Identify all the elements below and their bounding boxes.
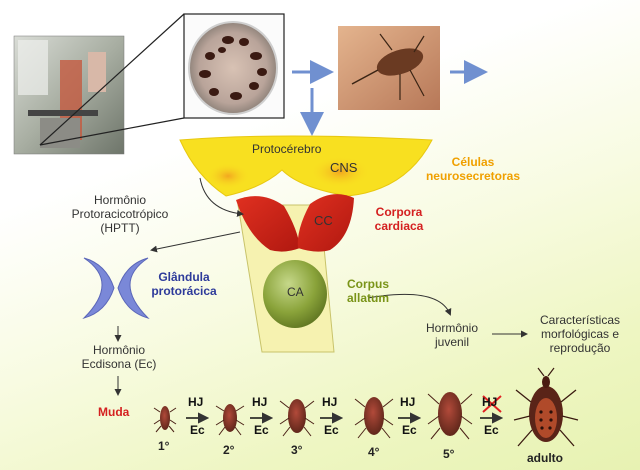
hj-label-3: HJ xyxy=(322,395,338,409)
ec-label-1: Ec xyxy=(190,423,205,437)
hptt-line-3: (HPTT) xyxy=(100,220,140,235)
protocerebro-label: Protocérebro xyxy=(252,142,322,156)
stage-3-label: 3° xyxy=(291,443,303,457)
cc-right-lobe xyxy=(297,194,354,252)
glandula-label: Glândula protorácica xyxy=(142,270,226,299)
celulas-line-1: Células xyxy=(451,155,495,169)
juvenil-label: Hormônio juvenil xyxy=(416,321,488,350)
juvenil-line-1: Hormônio xyxy=(425,321,479,335)
celulas-label: Células neurosecretoras xyxy=(418,155,528,184)
hptt-line-1: Hormônio xyxy=(93,193,147,207)
stage-insects xyxy=(153,367,579,447)
corpora-line-2: cardiaca xyxy=(374,218,424,233)
cns-label: CNS xyxy=(330,160,358,175)
ec-label-2: Ec xyxy=(254,423,269,437)
muda-label: Muda xyxy=(98,405,130,419)
arrow-brain-to-cc xyxy=(199,177,244,217)
celulas-line-2: neurosecretoras xyxy=(425,168,521,183)
corpus-line-2: allatum xyxy=(346,290,389,305)
hj-label-4: HJ xyxy=(400,395,416,409)
insect-photo xyxy=(338,26,440,110)
ecdisona-line-1: Hormônio xyxy=(92,343,146,357)
hj-label-2: HJ xyxy=(252,395,268,409)
arrow-to-hptt xyxy=(150,231,241,253)
ec-label-4: Ec xyxy=(402,423,417,437)
lab-photo xyxy=(13,35,125,155)
glandula-line-1: Glândula xyxy=(158,270,210,284)
hj-cross-out xyxy=(482,395,502,413)
corpus-label: Corpus allatum xyxy=(340,277,396,306)
corpora-label: Corpora cardiaca xyxy=(366,205,432,234)
cc-label: CC xyxy=(314,213,333,228)
caracteristicas-line-1: Características xyxy=(539,313,621,327)
caracteristicas-line-3: reprodução xyxy=(549,340,611,355)
caracteristicas-line-2: morfológicas e xyxy=(540,326,620,341)
corpus-line-1: Corpus xyxy=(347,277,389,291)
stage-2-label: 2° xyxy=(223,443,235,457)
prothoracic-gland xyxy=(82,257,150,319)
juvenil-line-2: juvenil xyxy=(434,334,470,349)
stage-adult-label: adulto xyxy=(527,451,563,465)
cc-left-lobe xyxy=(236,196,300,252)
hptt-line-2: Protoracicotrópico xyxy=(71,206,169,221)
petri-dish-photo xyxy=(183,13,285,119)
stage-4-label: 4° xyxy=(368,445,380,459)
glandula-line-2: protorácica xyxy=(151,283,217,298)
ecdisona-line-2: Ecdisona (Ec) xyxy=(81,356,157,371)
corpora-line-1: Corpora xyxy=(375,205,423,219)
hj-label-5: HJ xyxy=(482,395,498,409)
ecdisona-label: Hormônio Ecdisona (Ec) xyxy=(64,343,174,372)
stage-1-label: 1° xyxy=(158,439,170,453)
ec-label-3: Ec xyxy=(324,423,339,437)
stage-5-label: 5° xyxy=(443,447,455,461)
ec-label-5: Ec xyxy=(484,423,499,437)
ca-sphere xyxy=(263,260,327,328)
ca-label: CA xyxy=(287,285,304,299)
hptt-label: Hormônio Protoracicotrópico (HPTT) xyxy=(50,193,190,235)
hj-label-1: HJ xyxy=(188,395,204,409)
arrow-ca-to-hj xyxy=(367,293,452,316)
caracteristicas-label: Características morfológicas e reproduçã… xyxy=(526,313,634,355)
